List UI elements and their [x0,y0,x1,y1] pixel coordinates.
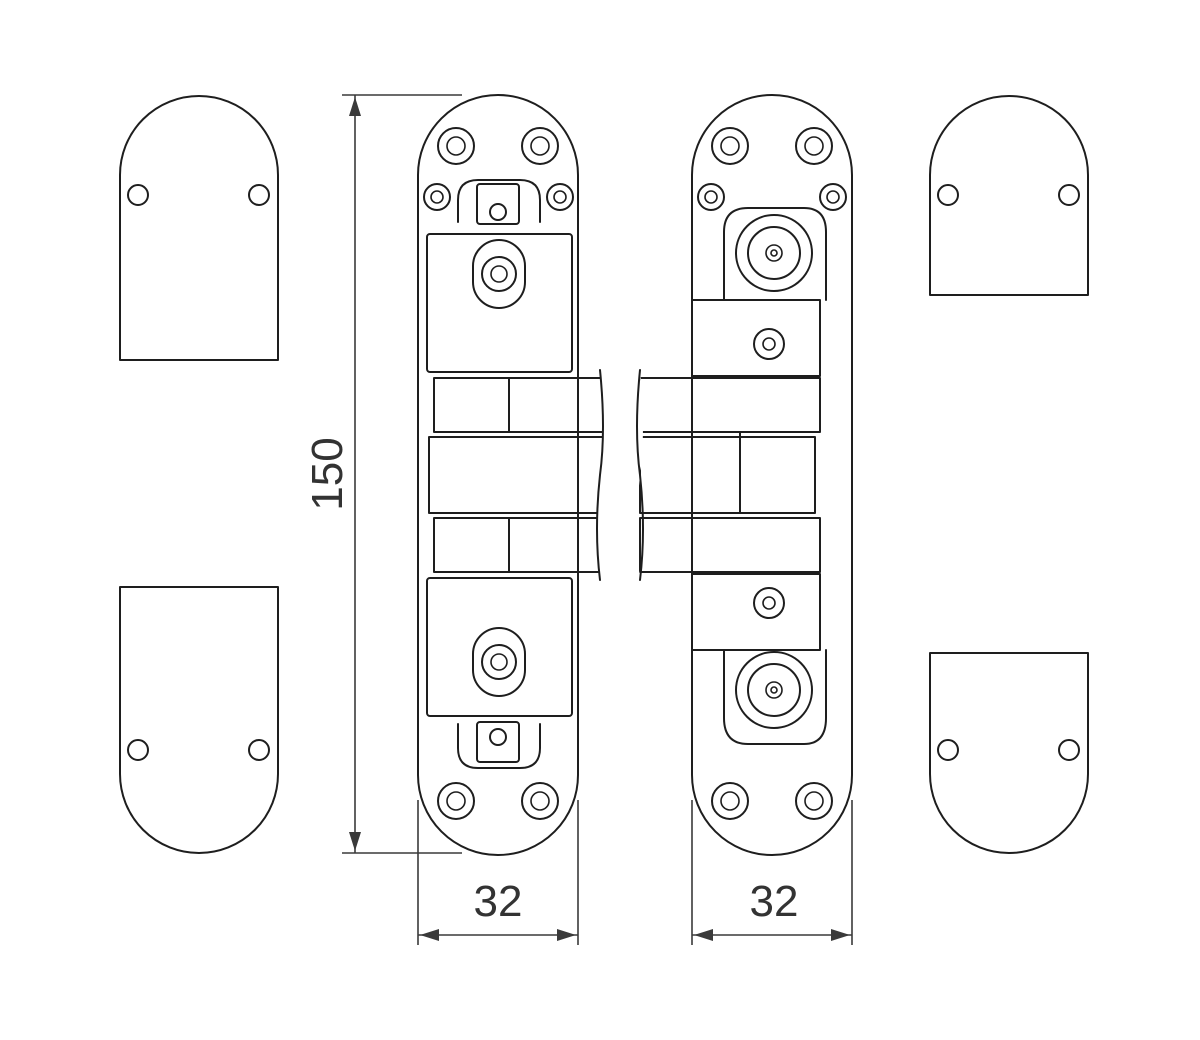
right-hinge-top-screw-holes [697,127,847,211]
right-hinge-body [639,94,853,856]
left-hinge-bottom-cam-block [426,577,573,717]
left-hinge-top-screw-holes [423,127,574,211]
cover-plate-bottom-right [929,652,1089,854]
right-width-dimension: 32 [691,800,853,945]
left-hinge-body [417,94,610,856]
left-hinge-bottom-screw-holes [437,782,559,820]
cover-plate-top-right [929,95,1089,296]
height-dimension: 150 [303,94,462,854]
right-hinge-bottom-screw-holes [711,782,833,820]
right-width-dimension-label: 32 [750,877,799,926]
left-hinge-top-bracket [457,179,541,225]
left-hinge-bottom-bracket [457,721,541,769]
cover-plate-top-left [119,95,279,361]
left-width-dimension-label: 32 [474,877,523,926]
right-hinge-top-adjuster [723,207,827,301]
right-hinge-bottom-pivot-block [691,573,821,651]
left-width-dimension: 32 [417,800,579,945]
right-hinge-bottom-adjuster [723,649,827,745]
height-dimension-label: 150 [303,437,352,510]
cover-plate-bottom-left [119,586,279,854]
right-hinge-top-pivot-block [691,299,821,377]
left-hinge-top-cam-block [426,233,573,373]
break-lines [596,369,644,581]
